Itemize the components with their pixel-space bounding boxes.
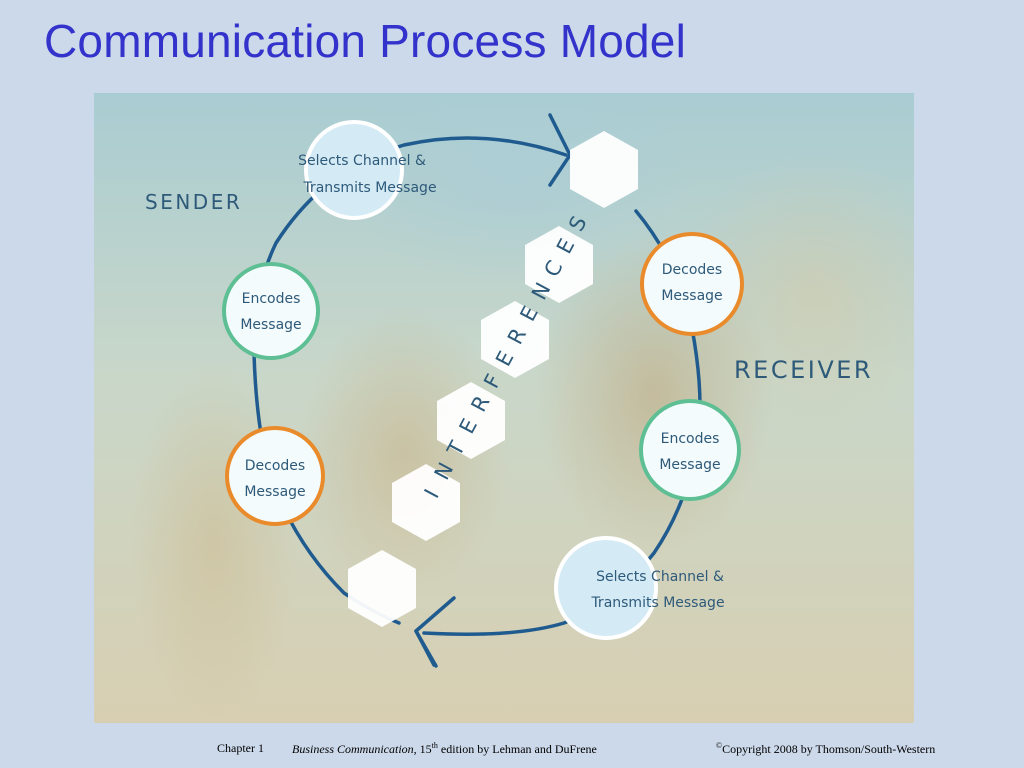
footer-copyright: ©Copyright 2008 by Thomson/South-Western	[716, 741, 935, 757]
receiver-selects-node: Selects Channel & Transmits Message	[554, 536, 725, 640]
receiver-encodes-line1: Encodes	[661, 431, 720, 447]
footer-chapter: Chapter 1	[217, 741, 264, 755]
receiver-encodes-line2: Message	[659, 457, 720, 473]
copyright-symbol: ©	[716, 741, 723, 750]
footer-citation: Business Communication, 15th edition by …	[292, 741, 597, 757]
footer-edition-prefix: , 15	[413, 742, 432, 756]
hexagon	[392, 464, 460, 541]
receiver-decodes-line1: Decodes	[662, 262, 722, 278]
footer-edition-suffix: edition by Lehman and DuFrene	[437, 742, 597, 756]
sender-decodes-line2: Message	[244, 484, 305, 500]
slide-title: Communication Process Model	[44, 15, 686, 67]
bottom-tail-line	[414, 629, 436, 667]
footer-copyright-text: Copyright 2008 by Thomson/South-Western	[722, 742, 936, 756]
receiver-decodes-line2: Message	[661, 288, 722, 304]
sender-selects-line1: Selects Channel &	[298, 153, 426, 169]
hexagon	[348, 550, 416, 627]
hexagon	[437, 382, 505, 459]
sender-encodes-line1: Encodes	[242, 291, 301, 307]
sender-selects-node: Selects Channel & Transmits Message	[298, 120, 437, 220]
hexagon	[570, 131, 638, 208]
sender-encodes-line2: Message	[240, 317, 301, 333]
hexagon	[525, 226, 593, 303]
receiver-label: RECEIVER	[734, 356, 873, 384]
sender-label: SENDER	[145, 190, 242, 214]
receiver-decodes-node: Decodes Message	[640, 232, 744, 336]
interference-hexagons	[348, 131, 638, 627]
receiver-selects-line2: Transmits Message	[590, 595, 724, 611]
sender-encodes-node: Encodes Message	[222, 262, 320, 360]
footer-book-title: Business Communication	[292, 742, 414, 756]
receiver-selects-line1: Selects Channel &	[596, 569, 724, 585]
hexagon	[481, 301, 549, 378]
footer-edition-sup: th	[431, 741, 438, 750]
receiver-encodes-node: Encodes Message	[639, 399, 741, 501]
sender-decodes-line1: Decodes	[245, 458, 305, 474]
sender-selects-line2: Transmits Message	[302, 180, 436, 196]
sender-arc	[252, 136, 568, 625]
sender-decodes-node: Decodes Message	[225, 426, 325, 526]
slide-footer: Chapter 1 Business Communication, 15th e…	[0, 741, 1024, 757]
